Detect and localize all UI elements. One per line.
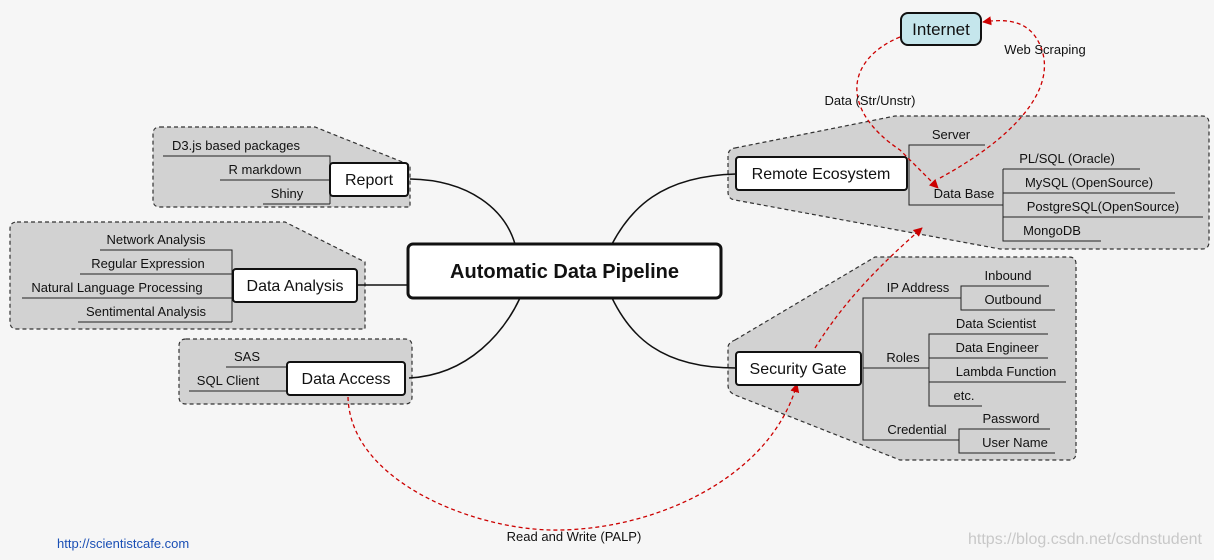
analysis-item: Regular Expression (91, 256, 204, 271)
db-item: PL/SQL (Oracle) (1019, 151, 1115, 166)
web-scraping-arrow (939, 16, 1046, 179)
internet-label: Internet (912, 20, 970, 39)
security-to-remote-arrow (814, 227, 923, 349)
flow-arrows (347, 16, 1046, 531)
credential-item: Password (982, 411, 1039, 426)
report-item: Shiny (271, 186, 304, 201)
analysis-item: Network Analysis (107, 232, 206, 247)
footer-url-link[interactable]: http://scientistcafe.com (57, 536, 190, 551)
analysis-item: Sentimental Analysis (86, 304, 206, 319)
web-scraping-label: Web Scraping (1004, 42, 1085, 57)
report-item: D3.js based packages (172, 138, 300, 153)
analysis-item: Natural Language Processing (31, 280, 202, 295)
security-node[interactable] (735, 351, 862, 386)
role-item: Data Scientist (956, 316, 1037, 331)
db-item: PostgreSQL(OpenSource) (1027, 199, 1179, 214)
ip-item: Outbound (984, 292, 1041, 307)
read-write-arrow (347, 383, 800, 531)
roles-label: Roles (886, 350, 920, 365)
watermark: https://blog.csdn.net/csdnstudent (968, 531, 1202, 548)
security-label: Security Gate (750, 361, 847, 378)
access-label: Data Access (302, 371, 391, 388)
read-write-label: Read and Write (PALP) (507, 529, 642, 544)
report-item: R markdown (229, 162, 302, 177)
data-str-arrow (856, 36, 939, 189)
ip-item: Inbound (985, 268, 1032, 283)
security-group-bg (727, 256, 1077, 461)
branch-lines (357, 173, 737, 379)
db-item: MongoDB (1023, 223, 1081, 238)
access-node[interactable] (286, 361, 406, 396)
credential-label: Credential (887, 422, 946, 437)
central-topic: Automatic Data Pipeline (450, 261, 679, 283)
remote-node[interactable] (735, 156, 908, 191)
credential-item: User Name (982, 435, 1048, 450)
database-label: Data Base (934, 186, 995, 201)
data-str-label: Data (Str/Unstr) (824, 93, 915, 108)
remote-group-bg (727, 115, 1210, 250)
server-label: Server (932, 127, 971, 142)
db-item: MySQL (OpenSource) (1025, 175, 1153, 190)
access-item: SQL Client (197, 373, 260, 388)
remote-label: Remote Ecosystem (752, 166, 891, 183)
access-item: SAS (234, 349, 260, 364)
internet-node[interactable] (900, 12, 982, 46)
role-item: Lambda Function (956, 364, 1056, 379)
report-node[interactable] (329, 162, 409, 197)
ip-label: IP Address (887, 280, 950, 295)
analysis-node[interactable] (232, 268, 358, 303)
analysis-label: Data Analysis (247, 278, 344, 295)
role-item: Data Engineer (955, 340, 1039, 355)
central-topic-box[interactable] (406, 242, 723, 300)
report-label: Report (345, 172, 394, 189)
role-item: etc. (954, 388, 975, 403)
